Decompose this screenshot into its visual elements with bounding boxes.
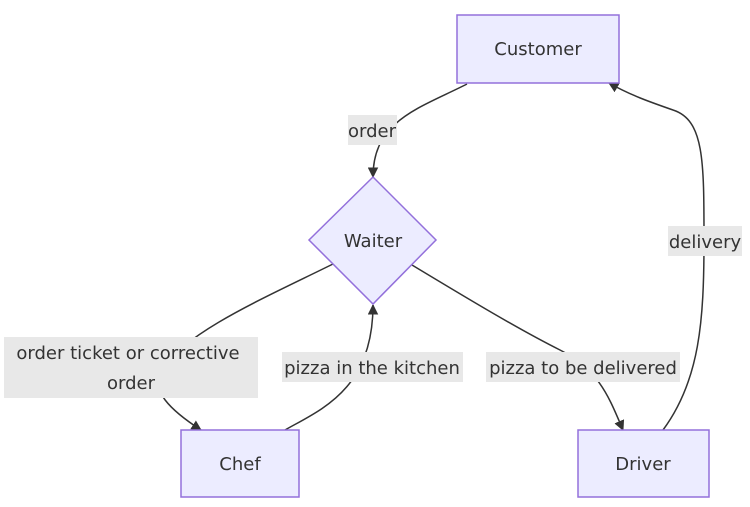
edge-chef-waiter [284,303,379,431]
edge-label-pizza-delivered: pizza to be delivered [486,352,680,382]
node-waiter: Waiter [307,175,438,306]
node-customer: Customer [456,14,620,84]
edge-customer-waiter [367,83,468,179]
node-customer-label: Customer [494,39,582,60]
node-chef-label: Chef [219,454,261,475]
edge-driver-customer [608,82,705,431]
edge-label-order-ticket-line2: order [107,373,156,394]
edge-label-pizza-delivered-text: pizza to be delivered [489,358,677,379]
edge-label-delivery: delivery [668,226,742,256]
edge-label-order: order [348,115,397,145]
node-driver-label: Driver [615,454,671,475]
edge-label-delivery-text: delivery [669,232,742,253]
edge-label-order-text: order [348,121,397,142]
edge-waiter-driver [411,264,625,431]
edge-label-pizza-kitchen-text: pizza in the kitchen [284,358,460,379]
edge-label-order-ticket-line1: order ticket or corrective [16,343,239,364]
edge-label-pizza-kitchen: pizza in the kitchen [282,352,463,382]
node-chef: Chef [180,429,300,498]
node-waiter-label: Waiter [344,231,403,252]
node-driver: Driver [577,429,710,498]
edge-label-order-ticket: order ticket or corrective order [4,337,258,398]
